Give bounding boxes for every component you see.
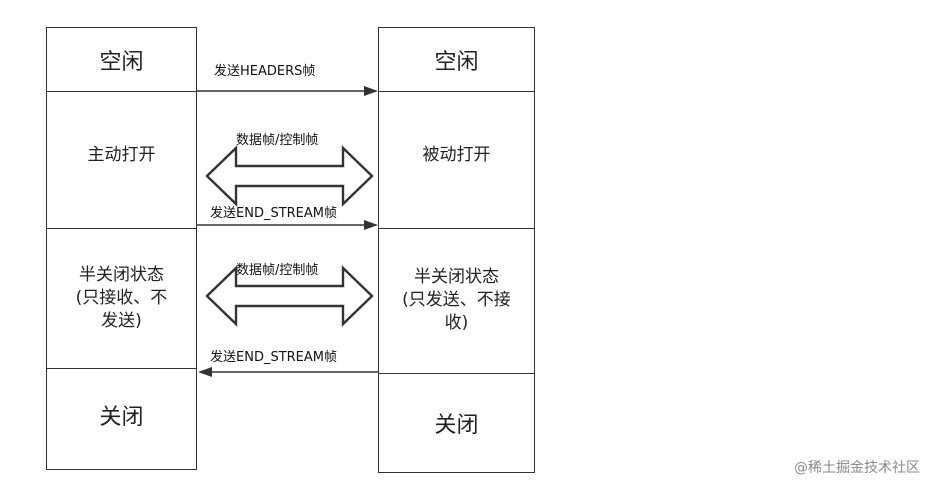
left-state-column: 空闲 主动打开 半关闭状态 (只接收、不 发送) 关闭 [46,27,197,470]
left-half-closed-line-2: (只接收、不 [75,287,168,308]
right-half-closed-line-2: (只发送、不接 [402,290,511,310]
end-stream-label-1: 发送END_STREAM帧 [210,206,337,221]
watermark: @稀土掘金技术社区 [794,460,920,476]
right-idle-state: 空闲 [434,49,479,75]
left-idle-state: 空闲 [99,49,144,75]
end-stream-arrow-1 [197,220,378,230]
right-half-closed-line-1: 半关闭状态 [414,267,499,287]
end-stream-arrow-2 [198,367,378,377]
divider [47,368,196,369]
divider [47,91,196,92]
right-passive-open-state: 被动打开 [422,145,491,165]
data-frame-label-1: 数据帧/控制帧 [236,133,319,148]
right-closed-state: 关闭 [434,412,479,438]
divider [379,91,534,92]
headers-label: 发送HEADERS帧 [214,64,316,79]
headers-arrow [197,86,378,96]
left-half-closed-line-3: 发送) [101,310,142,331]
left-active-open-state: 主动打开 [87,145,156,165]
data-frame-label-2: 数据帧/控制帧 [236,263,319,278]
divider [379,228,534,229]
bidirectional-arrow-1 [205,145,374,207]
bidirectional-arrow-2 [205,265,374,327]
left-half-closed-line-1: 半关闭状态 [79,264,164,285]
divider [47,228,196,229]
left-half-closed-state: 半关闭状态 (只接收、不 发送) [47,229,196,367]
right-half-closed-line-3: 收) [444,313,469,333]
right-state-column: 空闲 被动打开 半关闭状态 (只发送、不接 收) 关闭 [378,27,535,473]
left-closed-state: 关闭 [99,404,144,430]
divider [379,373,534,374]
right-half-closed-state: 半关闭状态 (只发送、不接 收) [379,229,534,372]
end-stream-label-2: 发送END_STREAM帧 [210,350,337,365]
